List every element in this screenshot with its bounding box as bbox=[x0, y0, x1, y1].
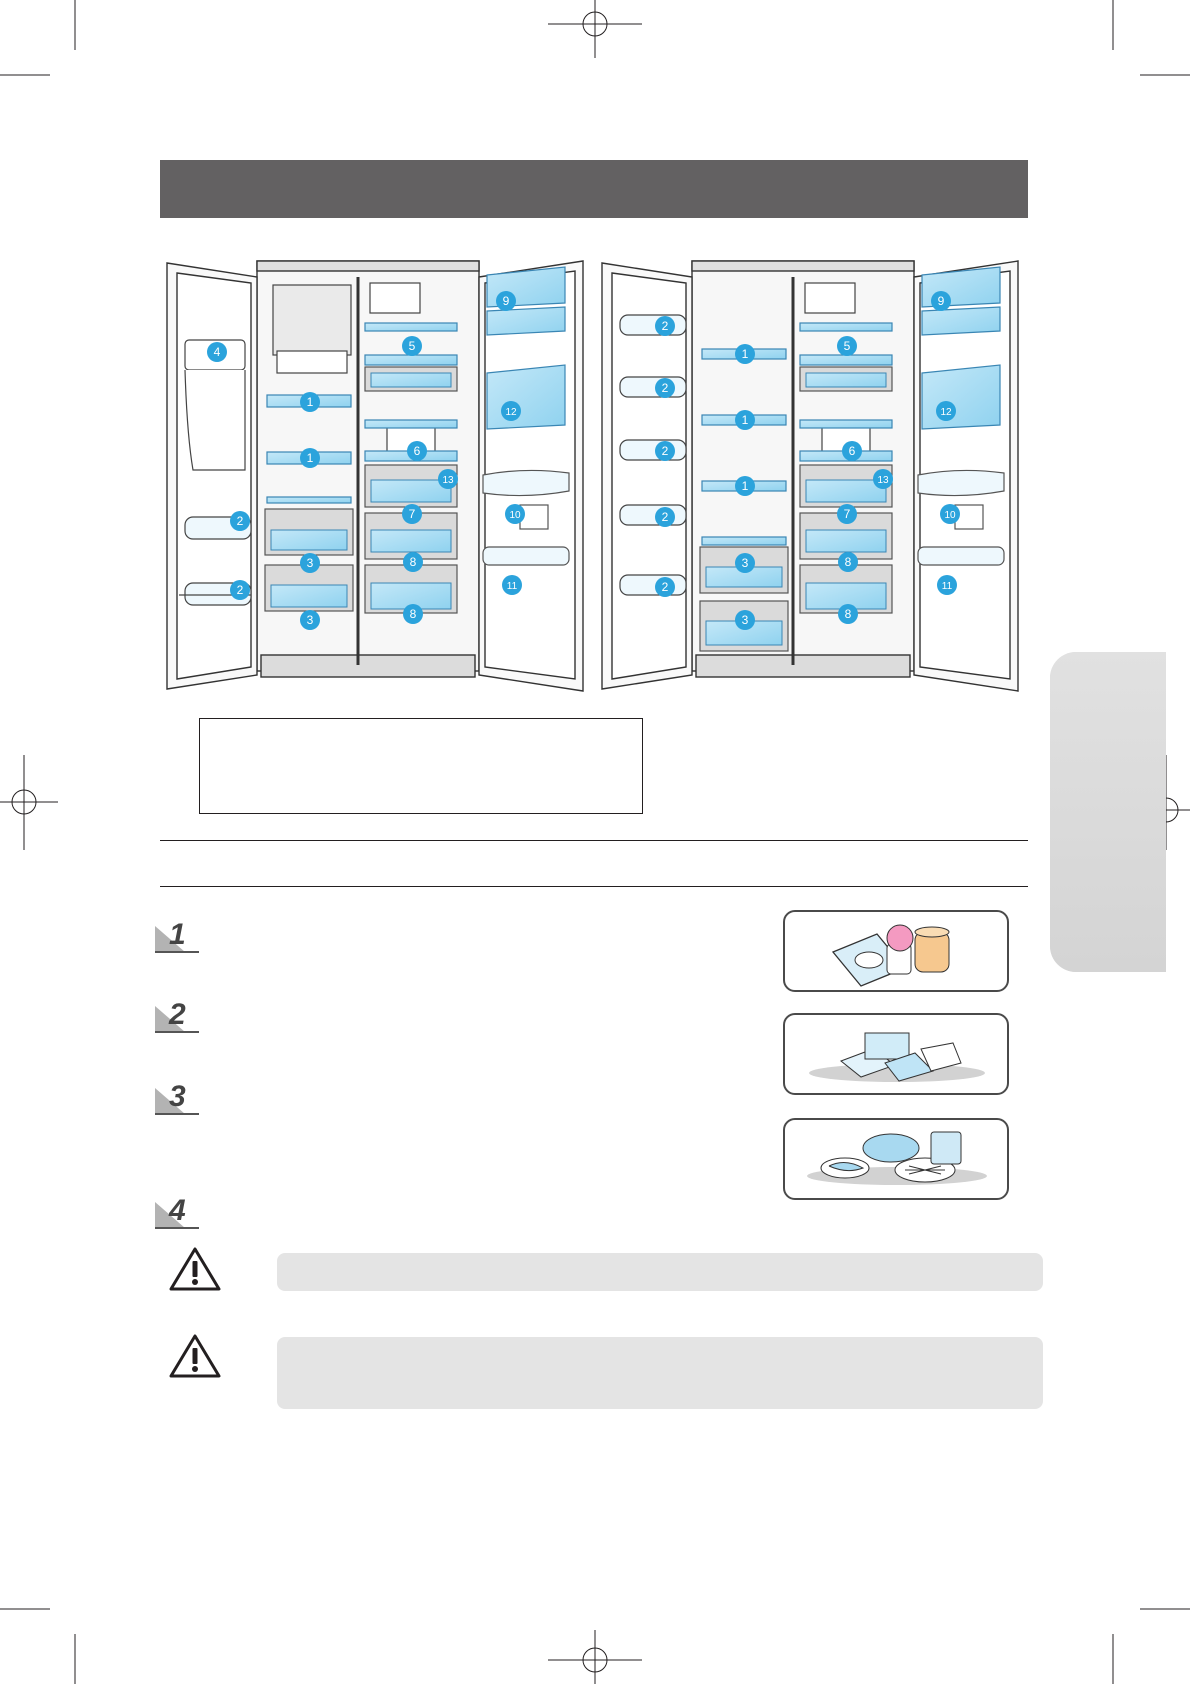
callout-marker: 8 bbox=[838, 552, 858, 572]
callout-label: 3 bbox=[742, 556, 749, 570]
callout-marker: 10 bbox=[940, 504, 960, 524]
callout-label: 13 bbox=[442, 475, 454, 486]
warning-triangle-icon bbox=[168, 1332, 222, 1380]
callout-marker: 8 bbox=[838, 604, 858, 624]
step-number: 4 bbox=[169, 1194, 186, 1228]
callout-label: 2 bbox=[662, 444, 669, 458]
callout-marker: 9 bbox=[496, 291, 516, 311]
note-box bbox=[199, 718, 643, 814]
chapter-side-tab bbox=[1050, 652, 1166, 972]
callout-label: 6 bbox=[849, 444, 856, 458]
callout-label: 2 bbox=[237, 514, 244, 528]
callout-marker: 2 bbox=[655, 441, 675, 461]
callout-marker: 1 bbox=[300, 392, 320, 412]
callout-label: 5 bbox=[844, 339, 851, 353]
step-number: 2 bbox=[169, 998, 186, 1032]
step-4-marker: 4 bbox=[155, 1196, 199, 1230]
callout-label: 8 bbox=[410, 607, 417, 621]
callout-marker: 13 bbox=[438, 469, 458, 489]
step-number: 3 bbox=[169, 1080, 186, 1114]
section-title bbox=[160, 850, 1028, 884]
seafood-plate-icon bbox=[783, 1118, 1009, 1200]
warning-triangle-icon bbox=[168, 1245, 222, 1293]
callout-label: 2 bbox=[662, 580, 669, 594]
callout-marker: 10 bbox=[505, 504, 525, 524]
callout-label: 12 bbox=[940, 407, 952, 418]
callout-label: 8 bbox=[845, 607, 852, 621]
callout-marker: 2 bbox=[230, 511, 250, 531]
callout-marker: 6 bbox=[407, 441, 427, 461]
callout-label: 2 bbox=[662, 510, 669, 524]
callout-label: 9 bbox=[503, 294, 510, 308]
step-number: 1 bbox=[169, 918, 186, 952]
callout-label: 9 bbox=[938, 294, 945, 308]
callout-marker: 1 bbox=[735, 344, 755, 364]
callout-label: 8 bbox=[410, 555, 417, 569]
callout-label: 12 bbox=[505, 407, 517, 418]
callout-label: 6 bbox=[414, 444, 421, 458]
callout-label: 1 bbox=[742, 413, 749, 427]
callout-label: 7 bbox=[409, 507, 416, 521]
callout-label: 2 bbox=[662, 381, 669, 395]
callout-marker: 2 bbox=[655, 316, 675, 336]
callout-marker: 8 bbox=[403, 604, 423, 624]
callout-marker: 11 bbox=[937, 575, 957, 595]
callout-marker: 2 bbox=[655, 507, 675, 527]
callout-label: 10 bbox=[944, 510, 956, 521]
callout-marker: 1 bbox=[300, 448, 320, 468]
callout-marker: 6 bbox=[842, 441, 862, 461]
callout-marker: 7 bbox=[837, 504, 857, 524]
callout-marker: 3 bbox=[735, 610, 755, 630]
callout-marker: 3 bbox=[300, 553, 320, 573]
callout-label: 2 bbox=[662, 319, 669, 333]
callout-label: 3 bbox=[307, 556, 314, 570]
callout-label: 3 bbox=[307, 613, 314, 627]
callout-marker: 1 bbox=[735, 410, 755, 430]
callout-marker: 9 bbox=[931, 291, 951, 311]
callout-marker: 2 bbox=[655, 378, 675, 398]
section-rule-top bbox=[160, 840, 1028, 841]
callout-label: 1 bbox=[307, 451, 314, 465]
section-rule-bottom bbox=[160, 886, 1028, 887]
callout-label: 1 bbox=[742, 347, 749, 361]
step-3-marker: 3 bbox=[155, 1082, 199, 1116]
callout-marker: 11 bbox=[502, 575, 522, 595]
warning-text-band bbox=[277, 1253, 1043, 1291]
callout-marker: 1 bbox=[735, 476, 755, 496]
warning-text-band bbox=[277, 1337, 1043, 1409]
step-1-marker: 1 bbox=[155, 920, 199, 954]
callout-marker: 3 bbox=[735, 553, 755, 573]
fridge-diagram-right: 1 1 1 2 2 2 2 2 3 3 5 6 7 8 8 9 10 11 12… bbox=[600, 255, 1020, 705]
callout-label: 4 bbox=[214, 345, 221, 359]
callout-marker: 2 bbox=[230, 580, 250, 600]
callout-marker: 7 bbox=[402, 504, 422, 524]
callout-label: 1 bbox=[307, 395, 314, 409]
callout-label: 11 bbox=[942, 581, 953, 592]
section-header-bar bbox=[160, 160, 1028, 218]
callout-label: 1 bbox=[742, 479, 749, 493]
frozen-food-icon bbox=[783, 910, 1009, 992]
callout-label: 8 bbox=[845, 555, 852, 569]
callout-marker: 2 bbox=[655, 577, 675, 597]
step-2-marker: 2 bbox=[155, 1000, 199, 1034]
callout-label: 13 bbox=[877, 475, 889, 486]
callout-marker: 5 bbox=[837, 336, 857, 356]
callout-label: 7 bbox=[844, 507, 851, 521]
callout-marker: 3 bbox=[300, 610, 320, 630]
callout-marker: 13 bbox=[873, 469, 893, 489]
wrapped-meat-icon bbox=[783, 1013, 1009, 1095]
callout-marker: 12 bbox=[936, 401, 956, 421]
callout-label: 10 bbox=[509, 510, 521, 521]
callout-marker: 12 bbox=[501, 401, 521, 421]
fridge-diagram-left: 1 1 2 2 3 3 4 5 6 7 8 8 9 10 11 12 13 bbox=[165, 255, 585, 705]
callout-label: 5 bbox=[409, 339, 416, 353]
callout-marker: 4 bbox=[207, 342, 227, 362]
callout-marker: 5 bbox=[402, 336, 422, 356]
callout-label: 2 bbox=[237, 583, 244, 597]
callout-label: 3 bbox=[742, 613, 749, 627]
callout-label: 11 bbox=[507, 581, 518, 592]
callout-marker: 8 bbox=[403, 552, 423, 572]
